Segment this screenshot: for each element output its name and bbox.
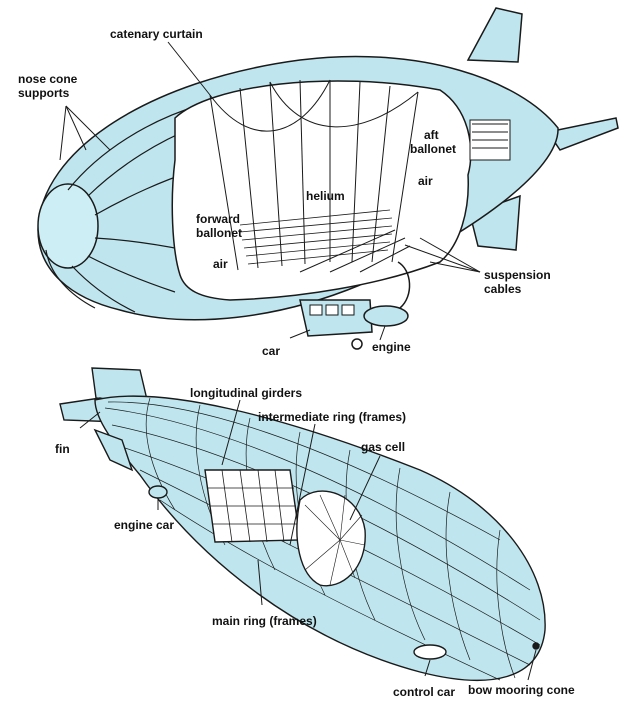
blimp-illustration [37, 7, 619, 350]
label-main-ring: main ring (frames) [212, 614, 317, 628]
bottom-leader-lines [79, 399, 537, 681]
label-intermediate-ring: intermediate ring (frames) [258, 410, 407, 424]
blimp-aft-detail [469, 119, 511, 161]
catenary-curtain [209, 79, 419, 271]
rigid-airship-illustration [59, 367, 546, 681]
label-suspension: suspension [484, 268, 551, 282]
label-supports: supports [18, 86, 70, 100]
blimp-engine [363, 305, 409, 327]
rigid-control-car [413, 644, 447, 660]
label-forward: forward [196, 212, 241, 226]
label-helium: helium [306, 189, 345, 203]
suspension-cables [299, 229, 411, 273]
label-gas-cell: gas cell [361, 440, 406, 454]
top-leader-lines [59, 41, 481, 341]
blimp-car-windows [309, 304, 355, 316]
helium-hatching [239, 209, 393, 265]
blimp-top-fin [466, 7, 523, 63]
label-forward-ballonet: ballonet [196, 226, 243, 240]
label-air-forward: air [213, 257, 228, 271]
label-control-car: control car [393, 685, 456, 699]
label-air-aft: air [418, 174, 433, 188]
label-cables: cables [484, 282, 522, 296]
blimp-tail-fin [546, 117, 619, 151]
label-aft: aft [424, 128, 439, 142]
label-aft-ballonet: ballonet [410, 142, 457, 156]
blimp-engine-hub [351, 338, 363, 350]
rigid-lower-fin [93, 428, 134, 472]
rigid-bow-cone [532, 642, 540, 650]
blimp-engine-prop [397, 261, 411, 309]
label-fin: fin [55, 442, 70, 456]
rigid-engine-car [148, 485, 168, 499]
rigid-cutaway-grid [207, 469, 298, 543]
label-engine: engine [372, 340, 411, 354]
gas-cell-radials [304, 494, 366, 586]
blimp-nose-cap [37, 183, 99, 269]
label-longitudinal-girders: longitudinal girders [190, 386, 303, 400]
label-engine-car: engine car [114, 518, 175, 532]
label-bow-mooring-cone: bow mooring cone [468, 683, 575, 697]
label-catenary-curtain: catenary curtain [110, 27, 203, 41]
label-nose-cone: nose cone [18, 72, 78, 86]
label-car: car [262, 344, 281, 358]
